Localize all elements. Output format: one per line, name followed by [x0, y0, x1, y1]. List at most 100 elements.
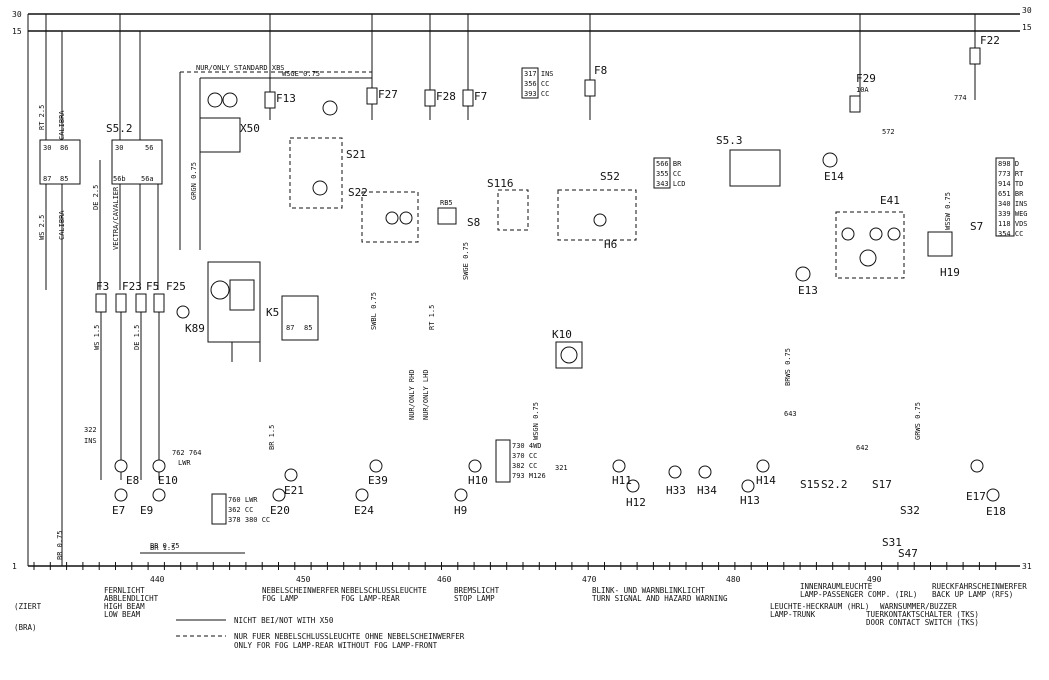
- code-642: 642: [856, 444, 869, 452]
- svg-text:TURN SIGNAL AND HAZARD WARNING: TURN SIGNAL AND HAZARD WARNING: [592, 594, 728, 603]
- svg-text:FOG LAMP: FOG LAMP: [262, 594, 299, 603]
- label-F3: F3: [96, 280, 109, 293]
- lamps-backup: E17 E18: [966, 459, 1006, 518]
- svg-text:56: 56: [145, 144, 153, 152]
- switch-x50: X50: [199, 92, 260, 153]
- svg-text:393 CC: 393 CC: [524, 90, 549, 98]
- svg-text:118 VDS: 118 VDS: [998, 220, 1028, 228]
- svg-text:340 INS: 340 INS: [998, 200, 1028, 208]
- relay-k10: K10: [552, 328, 583, 369]
- code-774: 774: [954, 94, 967, 102]
- label-S52: S52: [600, 170, 620, 183]
- relay-k89: K89: [176, 261, 261, 362]
- svg-text:WS 1.5: WS 1.5: [93, 325, 101, 350]
- group-490: 490: [867, 575, 882, 584]
- captions: FERNLICHT ABBLENDLICHT HIGH BEAM LOW BEA…: [14, 582, 1027, 650]
- label-S21: S21: [346, 148, 366, 161]
- label-F25: F25: [166, 280, 186, 293]
- label-H12: H12: [626, 496, 646, 509]
- codes-748: RB5: [437, 199, 457, 225]
- label-H6: H6: [604, 238, 617, 251]
- svg-text:CALIBRA: CALIBRA: [58, 110, 66, 140]
- rail-15-label-right: 15: [1022, 23, 1032, 32]
- switches-doors: S15 S2.2 S17 S31 S32 S47: [800, 478, 920, 560]
- svg-text:NUR/ONLY LHD: NUR/ONLY LHD: [422, 369, 430, 420]
- svg-text:NEBELSCHEINWERFER: NEBELSCHEINWERFER: [262, 586, 339, 595]
- svg-text:773 RT: 773 RT: [998, 170, 1024, 178]
- label-F13: F13: [276, 92, 296, 105]
- label-E17: E17: [966, 490, 986, 503]
- lamps-turn: H11 H12 H33 H34 H13 H14: [612, 459, 776, 509]
- label-S47: S47: [898, 547, 918, 560]
- label-s52-left: S5.2: [106, 122, 133, 135]
- label-S22: S22: [348, 186, 368, 199]
- svg-text:56a: 56a: [141, 175, 154, 183]
- svg-text:LEUCHTE-HECKRAUM (HRL): LEUCHTE-HECKRAUM (HRL): [770, 602, 869, 611]
- code-762: 762 764: [172, 449, 202, 457]
- label-E14: E14: [824, 170, 844, 183]
- code-box-2: 566 BR 355 CC 343 LCD: [653, 157, 686, 189]
- group-460: 460: [437, 575, 452, 584]
- lamp-e41: E41: [835, 194, 905, 279]
- label-H14: H14: [756, 474, 776, 487]
- label-E24: E24: [354, 504, 374, 517]
- svg-text:GRWS 0.75: GRWS 0.75: [914, 402, 922, 440]
- svg-text:DE 1.5: DE 1.5: [133, 325, 141, 350]
- lamp-e14: E14: [822, 152, 844, 183]
- code-box-4: 760 LWR 362 CC 378 380 CC: [211, 493, 270, 525]
- svg-text:BR 0.75: BR 0.75: [56, 530, 64, 560]
- label-E9: E9: [140, 504, 153, 517]
- group-470: 470: [582, 575, 597, 584]
- label-F5: F5: [146, 280, 159, 293]
- label-K89: K89: [185, 322, 205, 335]
- svg-text:STOP LAMP: STOP LAMP: [454, 594, 495, 603]
- label-E20: E20: [270, 504, 290, 517]
- svg-text:TUERKONTAKTSCHALTER (TKS): TUERKONTAKTSCHALTER (TKS): [866, 610, 979, 619]
- svg-text:VECTRA/CAVALIER: VECTRA/CAVALIER: [112, 186, 120, 250]
- switch-s53: S5.3: [716, 134, 781, 187]
- group-450: 450: [296, 575, 311, 584]
- svg-text:339 WEG: 339 WEG: [998, 210, 1028, 218]
- svg-text:362 CC: 362 CC: [228, 506, 253, 514]
- code-box-5: 730 4WD 370 CC 382 CC 793 M126: [495, 439, 546, 483]
- svg-text:FOG LAMP-REAR: FOG LAMP-REAR: [341, 594, 400, 603]
- svg-text:354 CC: 354 CC: [998, 230, 1023, 238]
- label-S17: S17: [872, 478, 892, 491]
- svg-text:85: 85: [304, 324, 312, 332]
- label-F27: F27: [378, 88, 398, 101]
- svg-text:(ZIERT: (ZIERT: [14, 602, 42, 611]
- label-F22: F22: [980, 34, 1000, 47]
- svg-text:BLINK- UND WARNBLINKLICHT: BLINK- UND WARNBLINKLICHT: [592, 586, 705, 595]
- label-f29-rating: 10A: [856, 86, 869, 94]
- code-572: 572: [882, 128, 895, 136]
- code-box-3: 898 D 773 RT 914 TD 651 BR 340 INS 339 W…: [995, 157, 1028, 238]
- svg-text:WS 2.5: WS 2.5: [38, 215, 46, 240]
- svg-text:730 4WD: 730 4WD: [512, 442, 542, 450]
- svg-text:WSSW 0.75: WSSW 0.75: [944, 192, 952, 230]
- svg-text:DOOR CONTACT SWITCH (TKS): DOOR CONTACT SWITCH (TKS): [866, 618, 979, 627]
- svg-text:793 M126: 793 M126: [512, 472, 546, 480]
- rail-30-label-right: 30: [1022, 6, 1032, 15]
- svg-text:NUR/ONLY RHD: NUR/ONLY RHD: [408, 369, 416, 420]
- lamps-fog-rear: E24 E39: [354, 459, 388, 517]
- svg-text:BR 0.75: BR 0.75: [150, 542, 180, 550]
- svg-text:LAMP-TRUNK: LAMP-TRUNK: [770, 610, 816, 619]
- label-H33: H33: [666, 484, 686, 497]
- svg-text:86: 86: [60, 144, 68, 152]
- rail-30-label-left: 30: [12, 10, 22, 19]
- svg-text:87: 87: [43, 175, 51, 183]
- svg-text:WSGN 0.75: WSGN 0.75: [532, 402, 540, 440]
- note-standard: NUR/ONLY STANDARD XBS: [196, 64, 285, 72]
- svg-text:BACK UP LAMP (RFS): BACK UP LAMP (RFS): [932, 590, 1013, 599]
- label-K5: K5: [266, 306, 279, 319]
- label-K10: K10: [552, 328, 572, 341]
- svg-text:914 TD: 914 TD: [998, 180, 1023, 188]
- svg-text:898 D: 898 D: [998, 160, 1019, 168]
- svg-text:NUR FUER NEBELSCHLUSSLEUCHTE O: NUR FUER NEBELSCHLUSSLEUCHTE OHNE NEBELS…: [234, 632, 465, 641]
- switch-s22: S22: [348, 186, 419, 243]
- label-S15: S15: [800, 478, 820, 491]
- label-S8: S8: [467, 216, 480, 229]
- label-E8: E8: [126, 474, 139, 487]
